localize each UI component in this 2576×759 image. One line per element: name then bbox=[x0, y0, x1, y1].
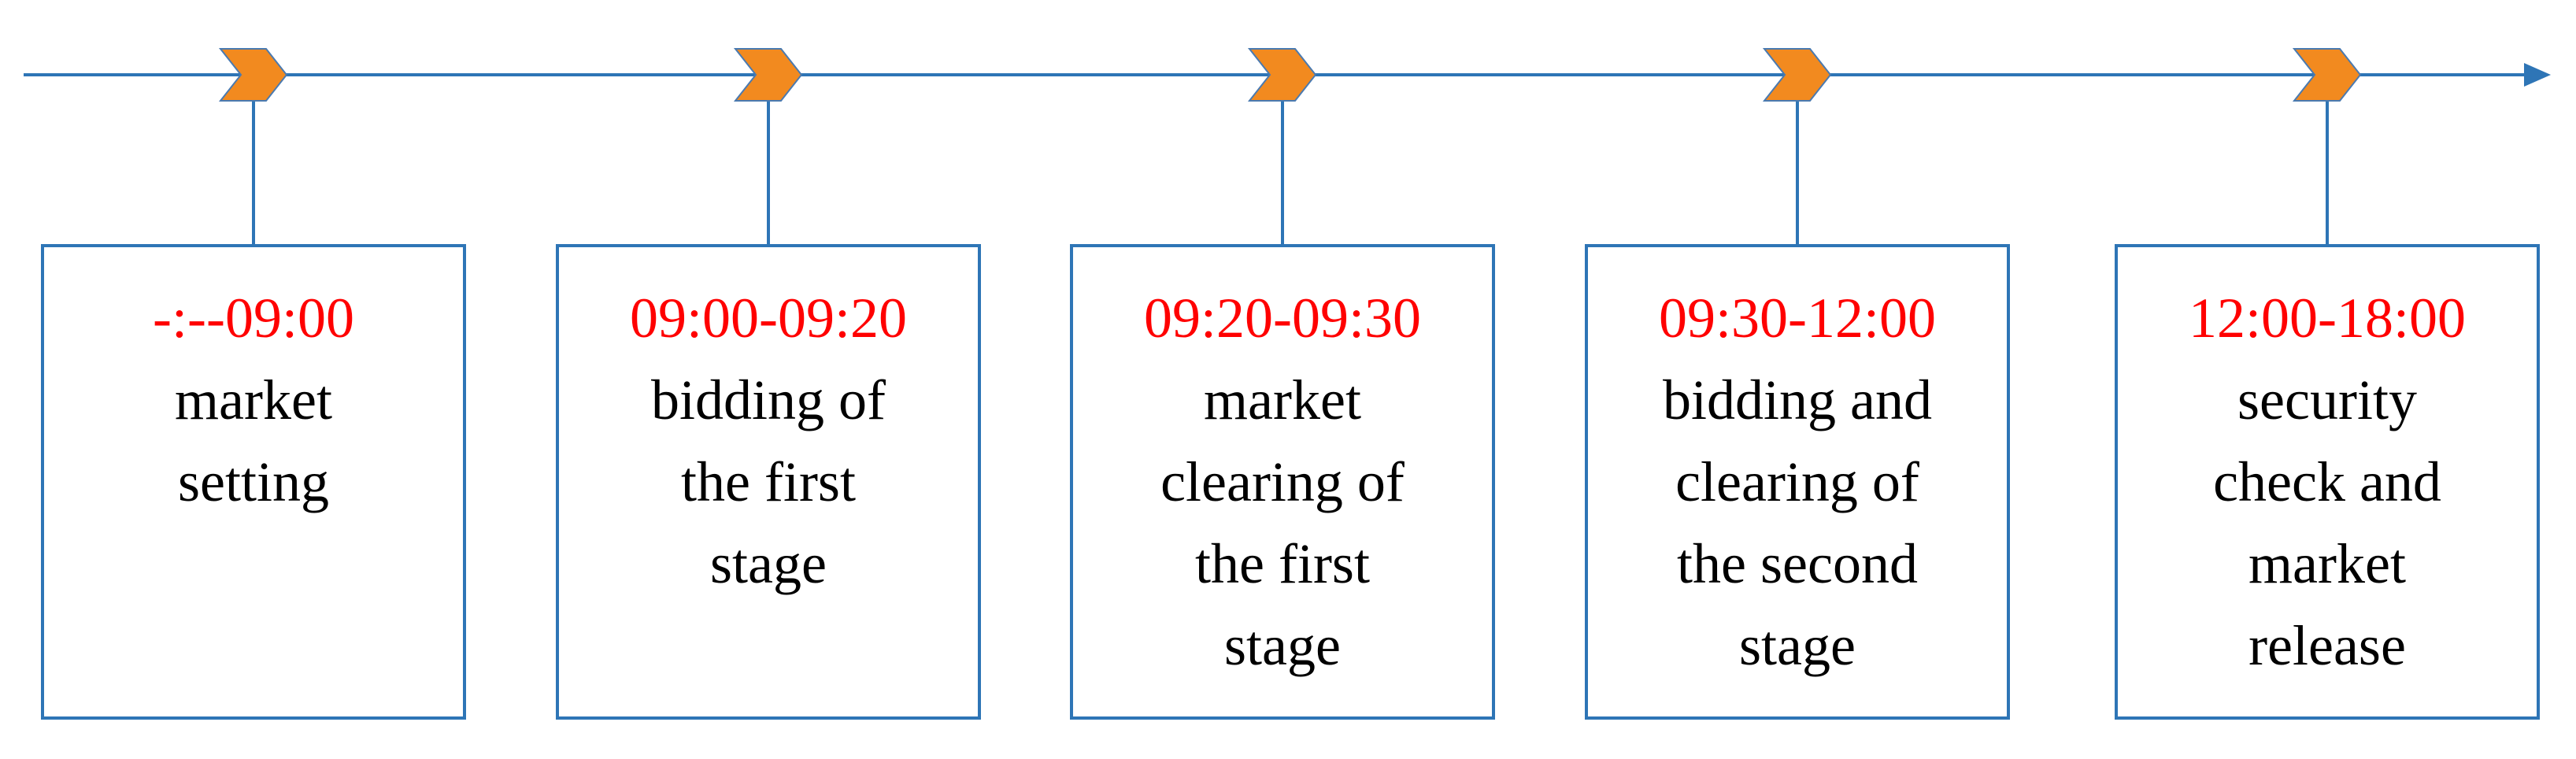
stage-box-security-check-release: 12:00-18:00 security check and market re… bbox=[2115, 244, 2540, 720]
stage-time: 09:20-09:30 bbox=[1144, 287, 1421, 350]
chevron-right-icon bbox=[1247, 48, 1317, 102]
stage-label: market setting bbox=[175, 368, 332, 513]
stage-time: -:--09:00 bbox=[153, 287, 354, 350]
arrowhead-icon bbox=[2524, 63, 2551, 87]
stage-time: 12:00-18:00 bbox=[2189, 287, 2466, 350]
stage-box-bidding-first-stage: 09:00-09:20 bidding of the first stage bbox=[556, 244, 981, 720]
stage-label: bidding and clearing of the second stage bbox=[1663, 368, 1932, 677]
chevron-right-icon bbox=[2292, 48, 2362, 102]
stage-box-second-stage: 09:30-12:00 bidding and clearing of the … bbox=[1585, 244, 2010, 720]
stage-box-market-setting: -:--09:00 market setting bbox=[41, 244, 466, 720]
stage-time: 09:30-12:00 bbox=[1659, 287, 1936, 350]
chevron-right-icon bbox=[733, 48, 803, 102]
stage-label: bidding of the first stage bbox=[651, 368, 886, 595]
chevron-right-icon bbox=[218, 48, 288, 102]
stage-label: market clearing of the first stage bbox=[1160, 368, 1405, 677]
chevron-right-icon bbox=[1762, 48, 1832, 102]
stage-time: 09:00-09:20 bbox=[630, 287, 907, 350]
stage-box-clearing-first-stage: 09:20-09:30 market clearing of the first… bbox=[1070, 244, 1495, 720]
stage-label: security check and market release bbox=[2213, 368, 2441, 677]
